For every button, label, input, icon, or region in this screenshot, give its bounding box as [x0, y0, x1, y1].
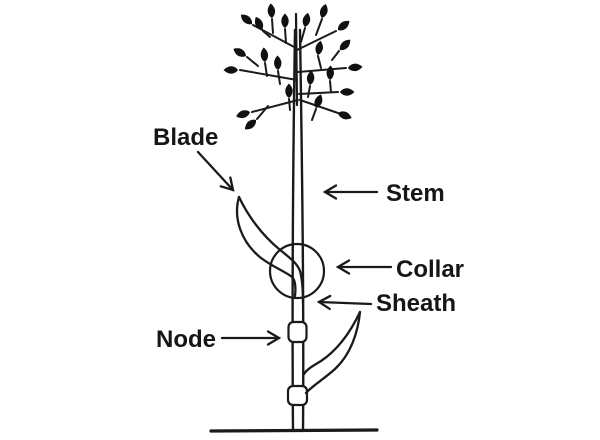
spikelet — [242, 117, 259, 133]
spikelet — [336, 109, 353, 122]
label-node: Node — [156, 326, 216, 353]
spikelet — [335, 18, 352, 33]
arrow-sheath — [316, 294, 373, 311]
spikelet — [301, 12, 312, 28]
seed-head — [223, 3, 363, 133]
label-stem: Stem — [386, 180, 445, 207]
label-arrows — [196, 150, 393, 346]
arrow-blade — [196, 150, 235, 192]
panicle-axis — [294, 12, 299, 107]
spikelet — [231, 45, 248, 60]
spikelet — [306, 70, 315, 86]
blade-outer-edge — [235, 195, 297, 298]
stem-left-line — [291, 28, 297, 433]
label-sheath: Sheath — [376, 290, 456, 317]
spikelet — [340, 88, 355, 96]
spikelet — [235, 108, 252, 120]
spikelet — [281, 13, 289, 28]
stem-lines — [291, 28, 305, 433]
spikelet — [223, 66, 238, 74]
panicle-branches — [239, 24, 347, 114]
label-blade: Blade — [153, 124, 218, 151]
panicle-pedicels — [246, 18, 340, 121]
collar-circle — [268, 242, 326, 300]
spikelet — [285, 83, 293, 98]
spikelet — [238, 11, 255, 27]
spikelet — [326, 65, 335, 81]
blade-inner-edge — [237, 195, 305, 305]
stem-right-line — [298, 28, 305, 433]
spikelet — [318, 3, 330, 19]
spikelet — [314, 40, 325, 56]
node-bulge-upper — [287, 320, 308, 344]
lower-leaf-lower-edge — [304, 310, 362, 395]
label-collar: Collar — [396, 256, 464, 283]
blade-leaf — [235, 195, 305, 305]
spikelet — [267, 3, 276, 19]
lower-leaf-upper-edge — [302, 310, 362, 376]
spikelet — [347, 63, 363, 72]
ground-line — [209, 428, 379, 433]
node-bulge-lower — [286, 384, 309, 407]
spikelet — [273, 55, 282, 71]
spikelet — [260, 47, 269, 63]
lower-leaf — [302, 310, 362, 395]
